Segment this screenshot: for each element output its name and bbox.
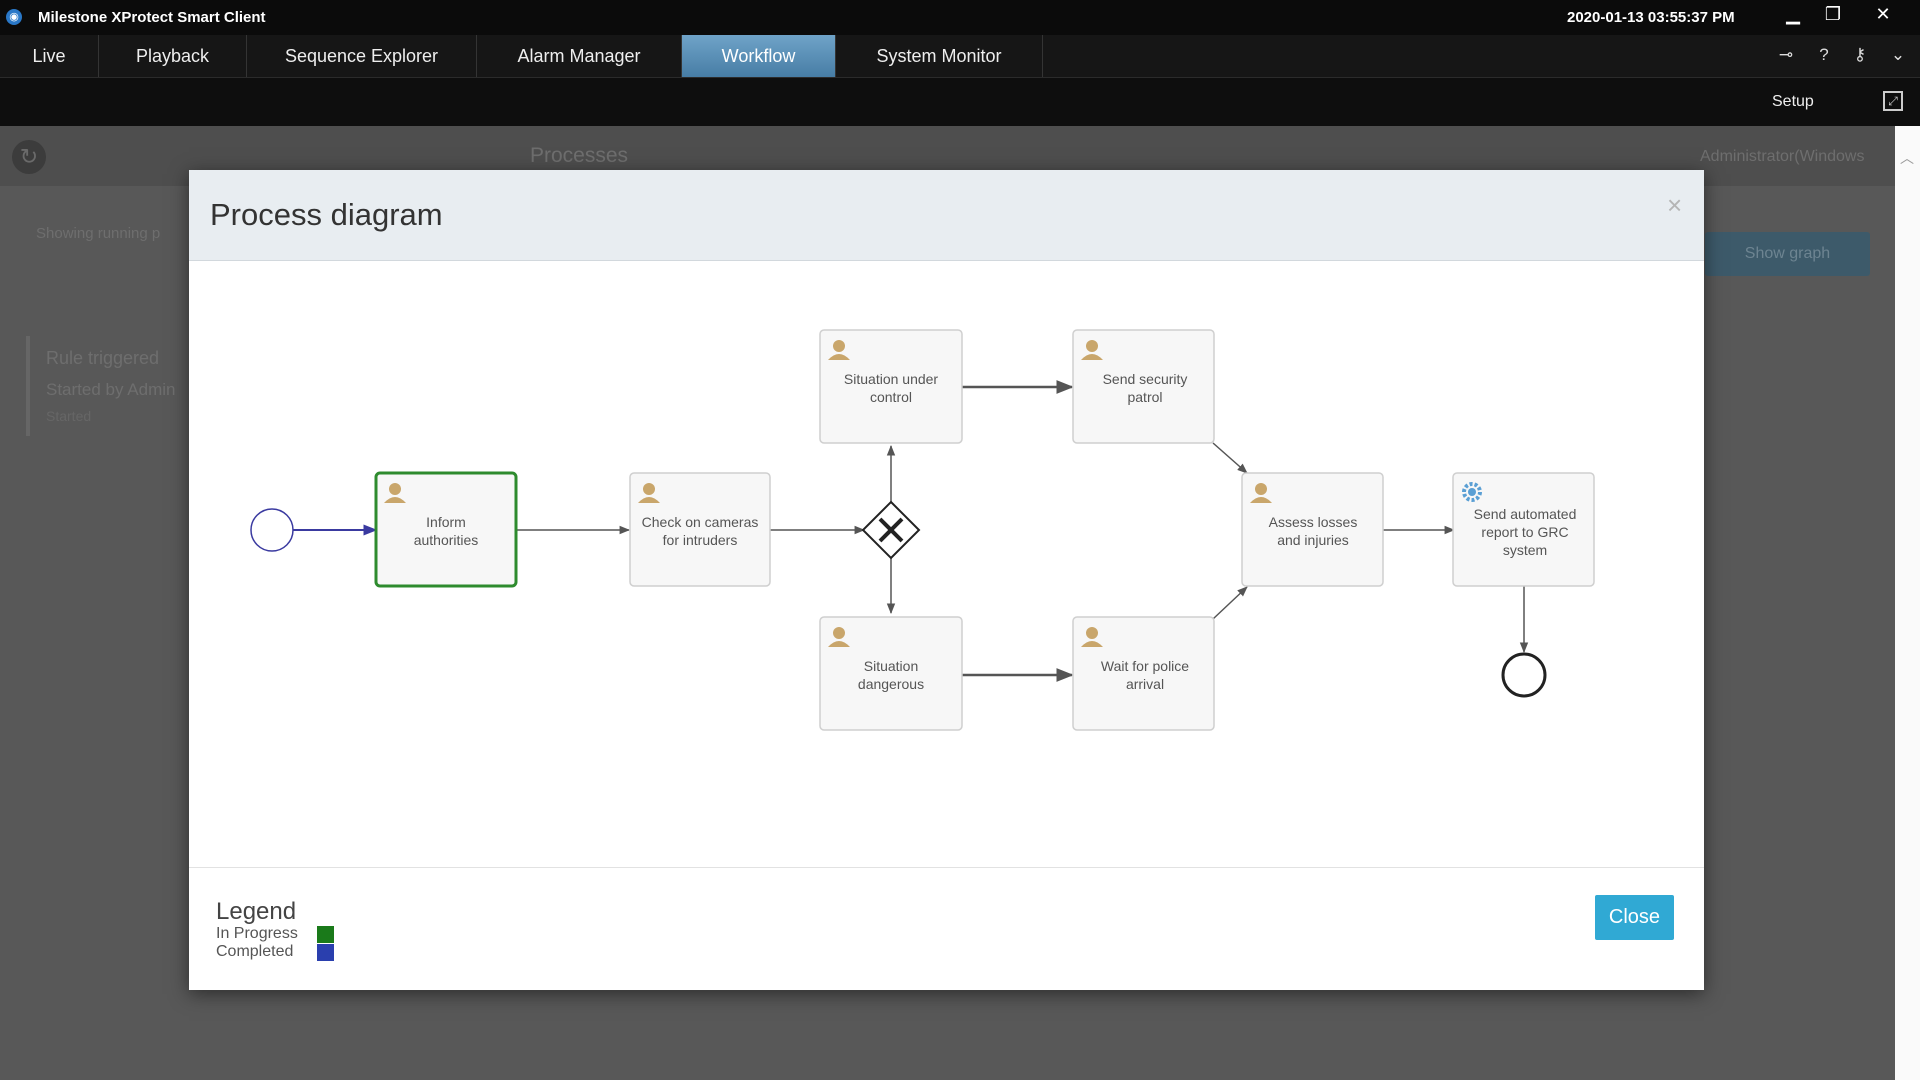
setup-button[interactable]: Setup <box>1772 93 1814 110</box>
background-user: Administrator(Windows <box>1700 148 1865 165</box>
task-label-line2: report to GRC <box>1481 524 1568 540</box>
end-event[interactable] <box>1501 652 1547 698</box>
task-send-automated-report[interactable]: Send automated report to GRC system <box>1452 472 1595 587</box>
background-item-subtitle: Started by Admin <box>46 380 176 399</box>
user-icon <box>828 340 850 360</box>
task-label-line1: Situation <box>864 658 918 674</box>
task-label-line1: Wait for police <box>1101 658 1189 674</box>
task-label-line1: Check on cameras <box>642 514 759 530</box>
flow-patrol-to-assess <box>1212 442 1248 474</box>
legend-in-progress-label: In Progress <box>216 925 298 942</box>
flow-police-to-assess <box>1212 586 1248 620</box>
refresh-icon: ↻ <box>12 140 46 174</box>
background-item-title: Rule triggered <box>46 348 160 368</box>
task-label-line3: system <box>1503 542 1547 558</box>
user-icon <box>1081 627 1103 647</box>
exclusive-gateway[interactable] <box>861 500 921 560</box>
task-label-line2: dangerous <box>858 676 924 692</box>
legend-completed-swatch <box>317 944 334 961</box>
task-inform-authorities[interactable]: Inform authorities <box>374 471 518 588</box>
tab-workflow[interactable]: Workflow <box>682 35 836 77</box>
user-icon <box>1081 340 1103 360</box>
connection-icon[interactable]: ⊸ <box>1778 45 1794 64</box>
task-send-security-patrol[interactable]: Send security patrol <box>1072 329 1215 444</box>
task-label-line1: Send security <box>1103 371 1188 387</box>
dialog-footer: Legend In Progress Completed Close <box>189 867 1704 991</box>
scroll-up-icon[interactable]: ︿ <box>1900 150 1914 166</box>
help-icon[interactable]: ? <box>1819 45 1829 64</box>
fullscreen-icon[interactable]: ⤢ <box>1883 91 1903 111</box>
tab-playback[interactable]: Playback <box>99 35 247 77</box>
start-event[interactable] <box>250 508 294 552</box>
close-button[interactable]: Close <box>1595 895 1674 940</box>
user-icon <box>384 483 406 503</box>
task-label-line1: Inform <box>426 514 466 530</box>
task-label-line2: for intruders <box>663 532 738 548</box>
scrollbar[interactable] <box>1895 126 1920 1080</box>
secondary-toolbar: Setup ⤢ <box>0 78 1920 126</box>
background-item-meta: Started <box>46 408 92 424</box>
task-label-line2: and injuries <box>1277 532 1349 548</box>
background-processes-title: Processes <box>530 144 629 167</box>
clock: 2020-01-13 03:55:37 PM <box>1567 9 1735 26</box>
tab-alarm-manager[interactable]: Alarm Manager <box>477 35 682 77</box>
task-label-line2: patrol <box>1127 389 1162 405</box>
app-title: Milestone XProtect Smart Client <box>38 9 266 26</box>
tab-system-monitor[interactable]: System Monitor <box>836 35 1043 77</box>
user-icon <box>1250 483 1272 503</box>
legend-in-progress-swatch <box>317 926 334 943</box>
task-label-line2: control <box>870 389 912 405</box>
task-label-line2: authorities <box>414 532 479 548</box>
key-icon[interactable]: ⚷ <box>1853 45 1867 64</box>
tab-sequence-explorer[interactable]: Sequence Explorer <box>247 35 477 77</box>
background-showing-text: Showing running p <box>36 225 161 242</box>
task-assess-losses[interactable]: Assess losses and injuries <box>1241 472 1384 587</box>
task-label-line1: Send automated <box>1474 506 1577 522</box>
legend-title: Legend <box>216 898 297 925</box>
task-label-line1: Assess losses <box>1269 514 1358 530</box>
process-diagram: Inform authorities Check on cameras for … <box>250 329 1595 731</box>
main-nav: Live Playback Sequence Explorer Alarm Ma… <box>0 35 1920 78</box>
gear-icon <box>1462 482 1482 502</box>
user-icon <box>638 483 660 503</box>
tab-live[interactable]: Live <box>0 35 99 77</box>
process-diagram-dialog: Process diagram × <box>189 170 1704 990</box>
minimize-icon[interactable]: ▁ <box>1786 4 1800 24</box>
task-situation-under-control[interactable]: Situation under control <box>819 329 963 444</box>
dialog-close-icon[interactable]: × <box>1667 190 1683 220</box>
dialog-header: Process diagram × <box>189 170 1704 261</box>
restore-icon[interactable]: ❐ <box>1824 4 1842 24</box>
chevron-down-icon[interactable]: ⌄ <box>1890 45 1906 64</box>
background-show-graph-button: Show graph <box>1705 232 1870 276</box>
task-label-line2: arrival <box>1126 676 1164 692</box>
milestone-logo-icon: ◉ <box>6 9 22 25</box>
close-icon[interactable]: ✕ <box>1875 4 1891 24</box>
task-situation-dangerous[interactable]: Situation dangerous <box>819 616 963 731</box>
dialog-title: Process diagram <box>210 197 443 232</box>
title-bar: ◉ Milestone XProtect Smart Client 2020-0… <box>0 0 1920 35</box>
task-label-line1: Situation under <box>844 371 939 387</box>
task-wait-for-police[interactable]: Wait for police arrival <box>1072 616 1215 731</box>
legend-completed-label: Completed <box>216 943 294 960</box>
background-item-accent <box>26 336 30 436</box>
user-icon <box>828 627 850 647</box>
task-check-cameras[interactable]: Check on cameras for intruders <box>629 472 771 587</box>
